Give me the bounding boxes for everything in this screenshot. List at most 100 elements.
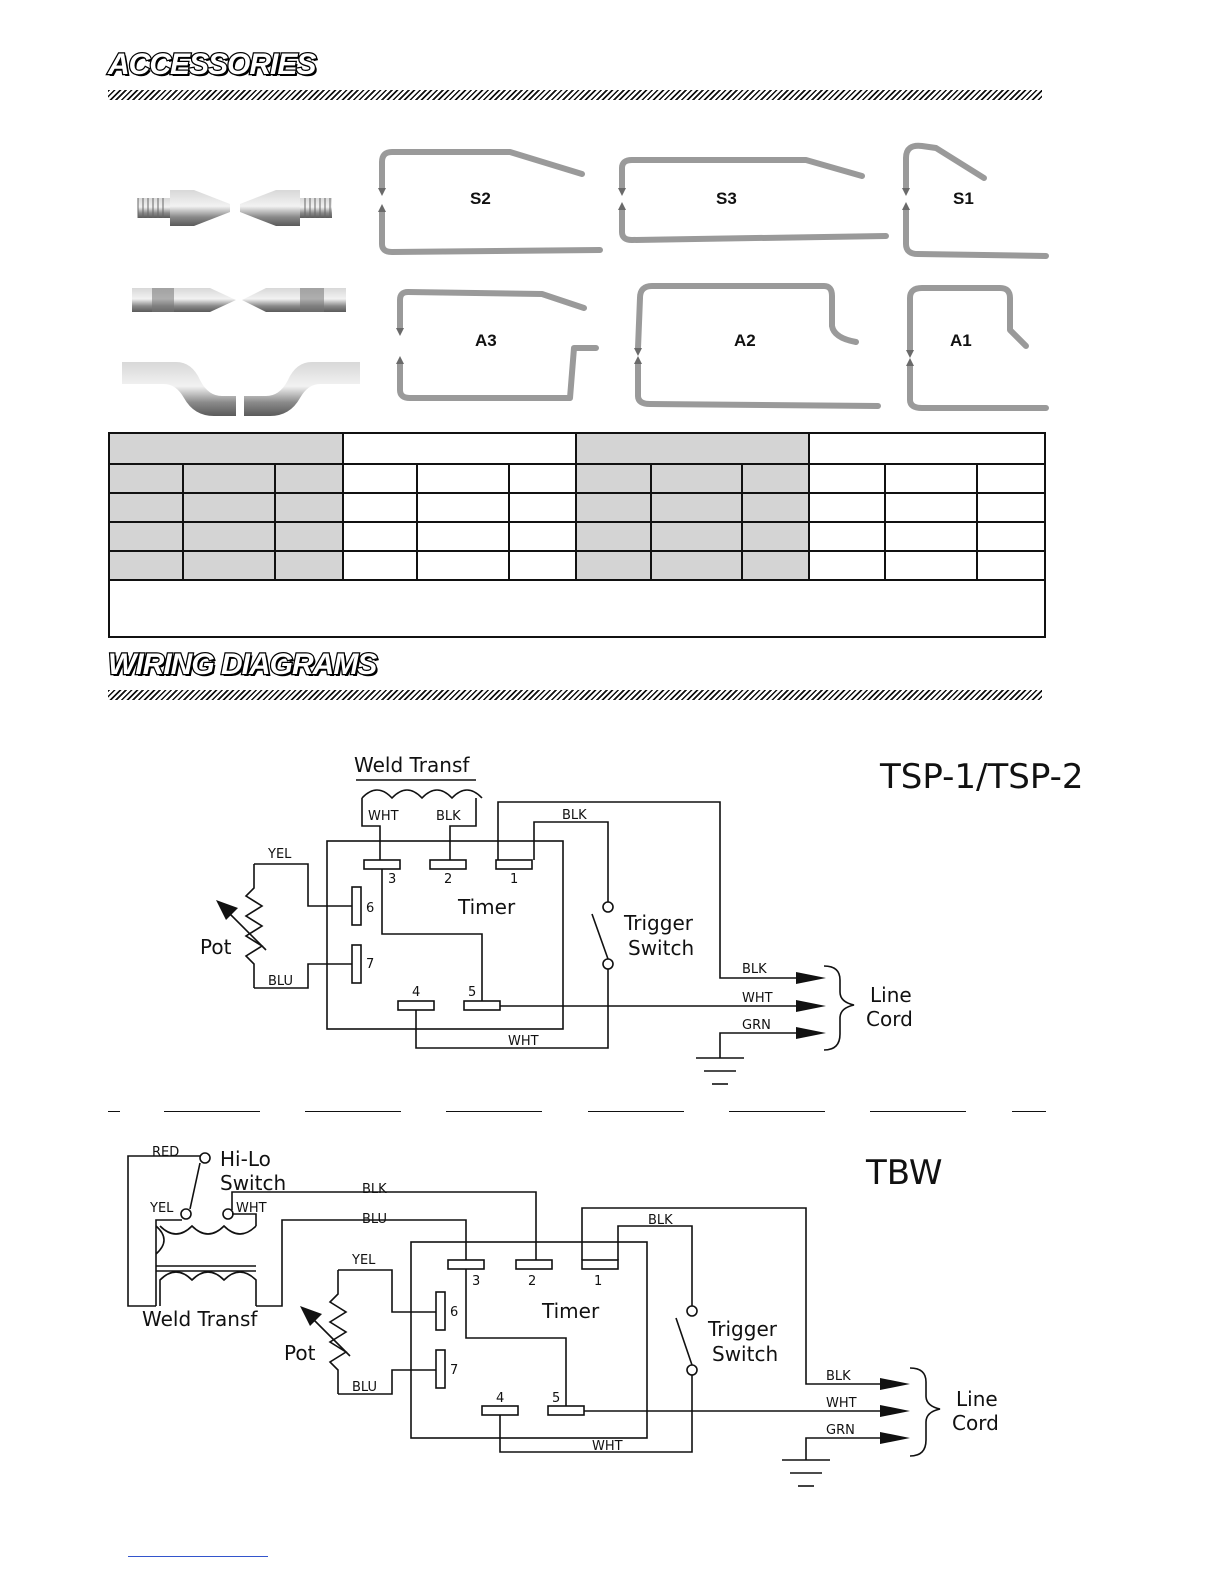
transformer-label: Weld Transf: [142, 1307, 258, 1331]
table-row: [108, 463, 1047, 494]
hilo-switch-label: Hi-Lo: [220, 1147, 271, 1171]
table-header-cell: [575, 432, 811, 465]
trigger-switch-label: Trigger: [707, 1317, 778, 1341]
offset-tip-right: [244, 362, 360, 416]
wire-label-grn: GRN: [742, 1018, 771, 1033]
threaded-adapter-left: [137, 190, 230, 226]
wiring-title: WIRING DIAGRAMS: [107, 647, 379, 683]
rod-label-s2: S2: [470, 189, 491, 208]
timer-label: Timer: [541, 1299, 600, 1323]
line-cord-label: Cord: [952, 1411, 999, 1435]
table-row: [108, 521, 1047, 552]
straight-tip-left: [132, 288, 236, 312]
terminal-3: 3: [472, 1274, 480, 1289]
wire-label-blk: BLK: [362, 1182, 387, 1197]
terminal-2: 2: [444, 872, 452, 887]
diagram-separator: [1012, 1111, 1046, 1112]
wire-label-yel: YEL: [351, 1253, 376, 1268]
accessories-title: ACCESSORIES: [107, 47, 318, 83]
rod-s2: [379, 149, 603, 255]
diagram-separator: [446, 1111, 542, 1112]
diagram-separator: [108, 1111, 120, 1112]
diagram-separator: [305, 1111, 401, 1112]
pot-label: Pot: [200, 935, 232, 959]
accessories-divider: [108, 90, 1042, 100]
terminal-1: 1: [594, 1274, 602, 1289]
terminal-4: 4: [412, 985, 420, 1000]
footer-link-line: [128, 1556, 268, 1557]
wire-label-blk: BLK: [436, 809, 461, 824]
accessories-table: [107, 432, 1047, 638]
rod-s3: [619, 157, 889, 243]
tip-photos: [122, 190, 360, 416]
rod-label-a2: A2: [734, 331, 756, 350]
rod-a3: [397, 289, 599, 401]
wire-label-wht: WHT: [742, 991, 773, 1006]
wiring-diagram-tbw: TBW RED Hi-Lo Switch YEL WHT BLK BLU BLK…: [127, 1145, 999, 1487]
table-header-cell: [808, 432, 1047, 465]
rod-label-a1: A1: [950, 331, 972, 350]
model-label-tsp: TSP-1/TSP-2: [879, 757, 1083, 797]
threaded-adapter-right: [240, 190, 332, 226]
table-header-row: [107, 432, 1047, 465]
wire-label-blk: BLK: [648, 1213, 673, 1228]
wire-label-red: RED: [152, 1145, 179, 1160]
rod-photos: [378, 142, 1049, 411]
terminal-3: 3: [388, 872, 396, 887]
wire-label-blk: BLK: [742, 962, 767, 977]
diagram-separator: [870, 1111, 966, 1112]
wire-label-wht: WHT: [236, 1201, 267, 1216]
trigger-switch-label: Switch: [628, 936, 694, 960]
table-footer-cell: [107, 579, 1047, 638]
hilo-switch-label: Switch: [220, 1171, 286, 1195]
wire-label-blu: BLU: [268, 974, 293, 989]
rod-s1: [903, 142, 1049, 259]
trigger-switch-label: Switch: [712, 1342, 778, 1366]
terminal-1: 1: [510, 872, 518, 887]
line-cord-label: Cord: [866, 1007, 913, 1031]
diagram-separator: [164, 1111, 260, 1112]
model-label-tbw: TBW: [865, 1153, 943, 1193]
wiring-diagram-tsp: TSP-1/TSP-2 Weld Transf WHT BLK BLK Time…: [200, 753, 1083, 1085]
transformer-label: Weld Transf: [354, 753, 470, 777]
terminal-2: 2: [528, 1274, 536, 1289]
wire-label-blk: BLK: [562, 808, 587, 823]
wire-label-wht: WHT: [368, 809, 399, 824]
rod-label-s3: S3: [716, 189, 737, 208]
wire-label-wht: WHT: [592, 1439, 623, 1454]
wire-label-yel: YEL: [267, 847, 292, 862]
table-row: [108, 492, 1047, 523]
terminal-7: 7: [450, 1363, 458, 1378]
timer-label: Timer: [457, 895, 516, 919]
straight-tip-right: [242, 288, 346, 312]
wire-label-wht: WHT: [508, 1034, 539, 1049]
terminal-6: 6: [450, 1305, 458, 1320]
table-footer-row: [107, 579, 1047, 638]
terminal-5: 5: [468, 985, 476, 1000]
terminal-7: 7: [366, 957, 374, 972]
terminal-4: 4: [496, 1391, 504, 1406]
table-header-cell: [342, 432, 578, 465]
table-header-cell: [107, 432, 345, 465]
wire-label-wht: WHT: [826, 1396, 857, 1411]
table-row: [108, 550, 1047, 581]
diagram-separator: [729, 1111, 825, 1112]
diagram-separator: [588, 1111, 684, 1112]
rod-label-a3: A3: [475, 331, 497, 350]
wire-label-blu: BLU: [352, 1380, 377, 1395]
line-cord-label: Line: [870, 983, 912, 1007]
terminal-5: 5: [552, 1391, 560, 1406]
wire-label-yel: YEL: [149, 1201, 174, 1216]
rod-label-s1: S1: [953, 189, 974, 208]
rod-a2: [635, 283, 881, 409]
terminal-6: 6: [366, 901, 374, 916]
wire-label-blu: BLU: [362, 1212, 387, 1227]
line-cord-label: Line: [956, 1387, 998, 1411]
pot-label: Pot: [284, 1341, 316, 1365]
trigger-switch-label: Trigger: [623, 911, 694, 935]
wire-label-blk: BLK: [826, 1369, 851, 1384]
rod-a1: [907, 285, 1049, 411]
wire-label-grn: GRN: [826, 1423, 855, 1438]
offset-tip-left: [122, 362, 236, 416]
wiring-divider: [108, 690, 1042, 700]
